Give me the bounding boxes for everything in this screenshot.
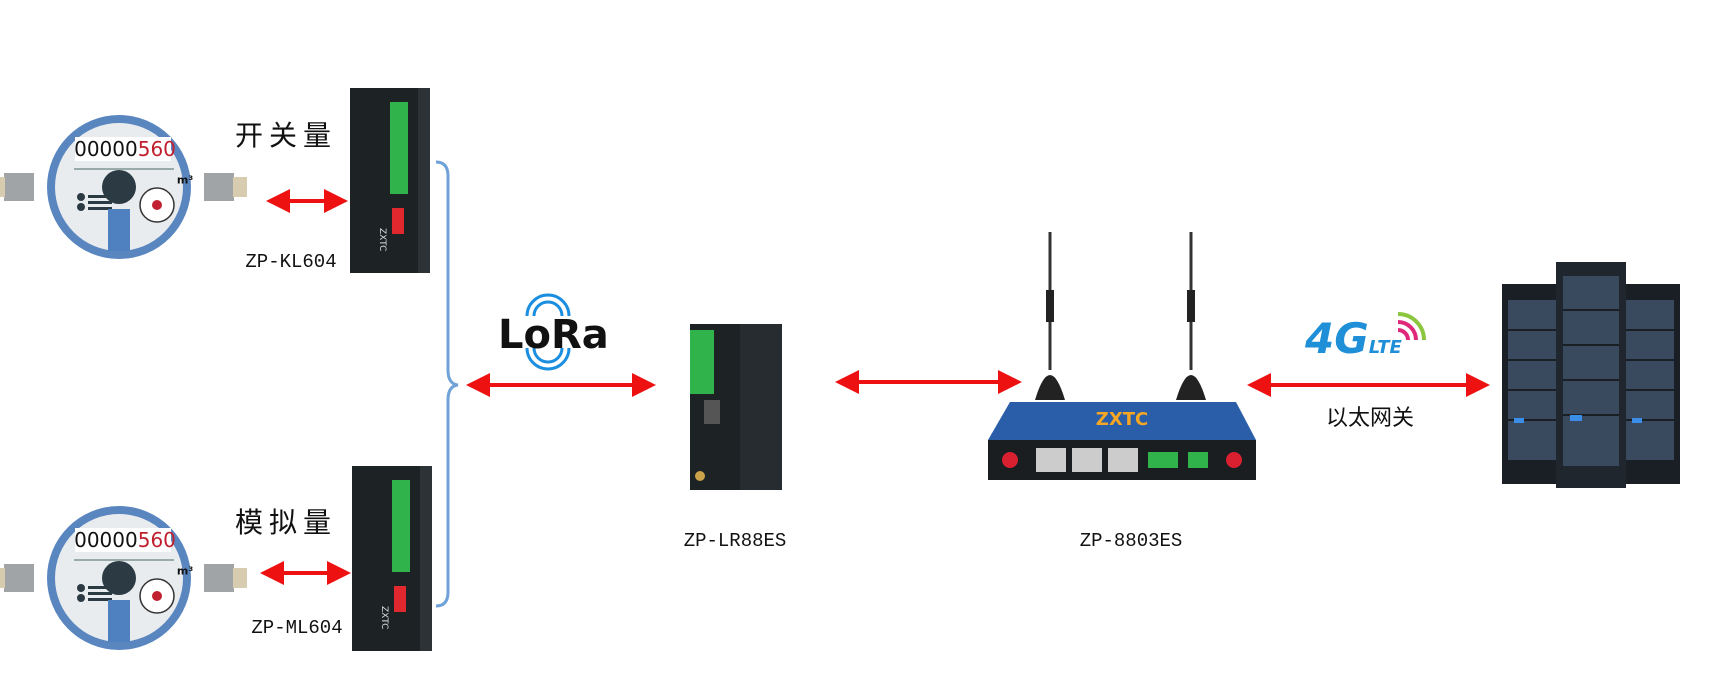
analog-quantity-label: 模拟量: [234, 506, 338, 539]
kl604-label: ZP-KL604: [245, 251, 337, 273]
lr88es-device: [690, 324, 782, 490]
lte-text: LTE: [1368, 337, 1402, 358]
brace: [435, 160, 459, 608]
switch-quantity-label: 开关量: [234, 119, 338, 152]
arrows: [260, 189, 1490, 585]
lora-logo: LoRa: [498, 312, 609, 358]
reading-black: 00000: [74, 137, 138, 161]
meter-1-reading: 00000560: [74, 137, 176, 161]
server-rack-icon: [1502, 262, 1680, 488]
reading-black: 00000: [74, 528, 138, 552]
4g-text: 4G: [1305, 314, 1369, 363]
meter-1-unit: m³: [176, 173, 194, 187]
ml604-device: [352, 466, 432, 651]
lr88es-label: ZP-LR88ES: [683, 530, 787, 552]
router-label: ZP-8803ES: [1079, 530, 1183, 552]
router-device: ZXTC: [988, 232, 1256, 480]
meter-2-reading: 00000560: [74, 528, 176, 552]
lora-wave-icon: [525, 293, 571, 371]
svg-text:ZXTC: ZXTC: [1096, 409, 1148, 430]
reading-red: 560: [137, 137, 176, 161]
4g-lte-logo: 4GLTE: [1305, 314, 1402, 363]
reading-red: 560: [137, 528, 176, 552]
gateway-label: 以太网关: [1325, 406, 1415, 431]
meter-2-unit: m³: [176, 564, 194, 578]
kl604-device: [350, 88, 430, 273]
lte-signal-icon: [1397, 312, 1426, 341]
ml604-label: ZP-ML604: [251, 617, 343, 639]
